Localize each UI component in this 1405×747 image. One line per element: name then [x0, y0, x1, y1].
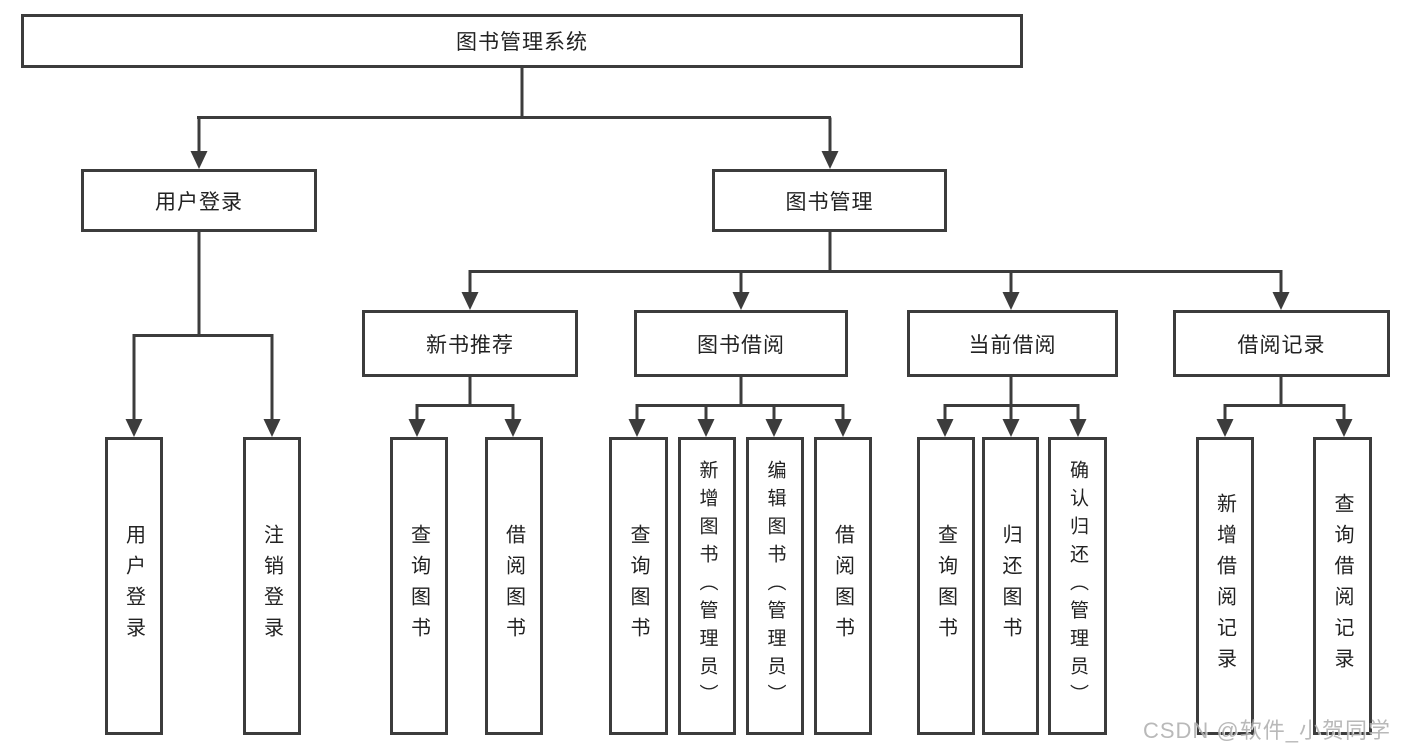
- leaf-borrow-books-borrowing: 借阅图书: [814, 437, 872, 735]
- leaf-user-login: 用户登录: [105, 437, 163, 735]
- leaf-query-books-current: 查询图书: [917, 437, 975, 735]
- arrowheads-down: [125, 151, 1353, 437]
- node-book-management: 图书管理: [712, 169, 947, 232]
- node-library-management-system: 图书管理系统: [21, 14, 1023, 68]
- csdn-watermark: CSDN @软件_小贺同学: [1142, 718, 1391, 743]
- node-borrowing-records: 借阅记录: [1173, 310, 1390, 377]
- leaf-query-books-recommend: 查询图书: [390, 437, 448, 735]
- leaf-query-books-borrowing: 查询图书: [609, 437, 668, 735]
- leaf-confirm-return-admin: 确认归还（管理员）: [1048, 437, 1107, 735]
- leaf-edit-books-admin: 编辑图书（管理员）: [746, 437, 804, 735]
- leaf-logout: 注销登录: [243, 437, 301, 735]
- leaf-add-books-admin: 新增图书（管理员）: [678, 437, 736, 735]
- node-current-borrowing: 当前借阅: [907, 310, 1118, 377]
- node-new-book-recommendation: 新书推荐: [362, 310, 578, 377]
- leaf-return-books: 归还图书: [982, 437, 1039, 735]
- node-book-borrowing: 图书借阅: [634, 310, 848, 377]
- leaf-borrow-books-recommend: 借阅图书: [485, 437, 543, 735]
- leaf-add-borrow-record: 新增借阅记录: [1196, 437, 1254, 735]
- leaf-query-borrow-record: 查询借阅记录: [1313, 437, 1372, 735]
- node-user-login: 用户登录: [81, 169, 317, 232]
